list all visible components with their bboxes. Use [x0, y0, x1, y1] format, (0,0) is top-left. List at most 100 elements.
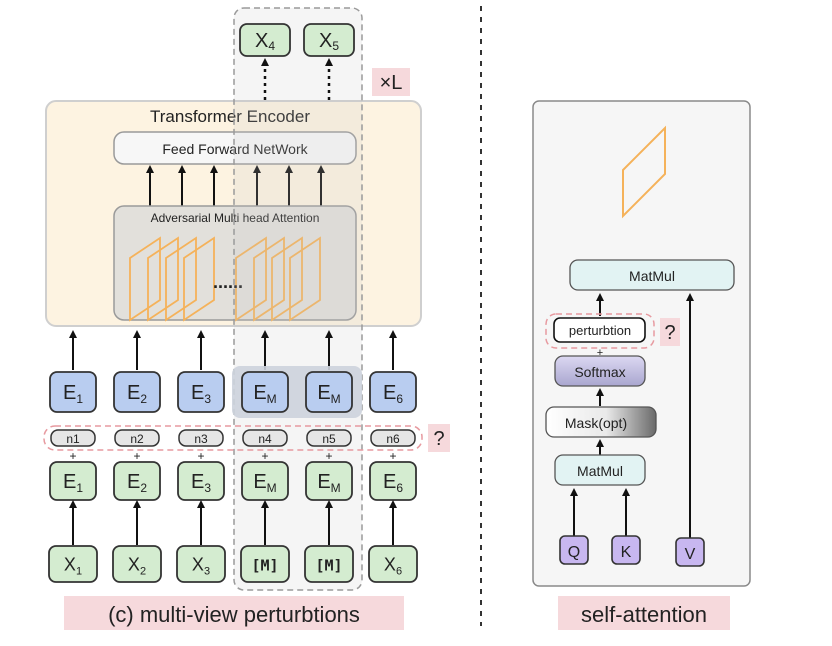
embeddings-bottom-row: E1 E2 E3 EM EM E6 [49, 461, 417, 501]
input-token-5: [M] [304, 545, 354, 583]
attention-weight-shape [622, 125, 666, 219]
layer-repeat-badge [372, 68, 410, 96]
query-token: Q [559, 535, 589, 565]
embeddings-top-row: E1 E2 E3 EM EM E6 [49, 371, 417, 413]
matmul-bottom-label: MatMul [577, 463, 623, 479]
svg-text:n4: n4 [258, 432, 272, 446]
attention-ellipsis: ...... [213, 272, 243, 292]
input-token-6: X6 [368, 545, 418, 583]
mask-label: Mask(opt) [565, 415, 627, 431]
input-to-embedding-arrows [69, 500, 397, 545]
softmax-plus: + [597, 347, 603, 359]
svg-text:[M]: [M] [315, 556, 342, 574]
softmax-label: Softmax [574, 364, 625, 380]
svg-text:Q: Q [568, 544, 580, 561]
input-token-3: X3 [176, 545, 226, 583]
attention-to-ffn-arrows [146, 165, 325, 206]
input-token-2: X2 [112, 545, 162, 583]
top-output-x5: X5 [303, 23, 355, 57]
top-output-x4: X4 [239, 23, 291, 57]
feed-forward-network-label: Feed Forward NetWork [162, 141, 308, 157]
feed-forward-network-box [113, 131, 357, 165]
svg-text:V: V [685, 546, 696, 563]
adversarial-attention-label: Adversarial Multi head Attention [151, 211, 320, 225]
svg-text:EM: EM [317, 471, 340, 495]
embedding-bottom-1: E1 [49, 461, 97, 501]
svg-text:[M]: [M] [251, 556, 278, 574]
embedding-bottom-6: E6 [369, 461, 417, 501]
svg-text:EM: EM [253, 471, 276, 495]
embedding-top-6: E6 [369, 371, 417, 413]
left-caption: (c) multi-view perturbtions [108, 602, 360, 627]
svg-text:E1: E1 [63, 471, 83, 495]
left-caption-bg [64, 596, 404, 630]
embedding-bottom-3: E3 [177, 461, 225, 501]
embedding-top-3: E3 [177, 371, 225, 413]
matmul-top-box [569, 259, 735, 291]
svg-text:X3: X3 [192, 554, 210, 577]
plus-sign: + [133, 449, 140, 463]
embedding-bottom-4: EM [241, 461, 289, 501]
noise-5: n5 + [306, 429, 352, 463]
right-caption: self-attention [581, 602, 707, 627]
svg-text:E6: E6 [383, 471, 403, 495]
attention-heads [129, 236, 321, 322]
perturbation-question-mark: ? [664, 322, 675, 344]
matmul-bottom-box [554, 454, 646, 486]
plus-sign: + [197, 449, 204, 463]
input-token-1: X1 [48, 545, 98, 583]
noise-question-mark: ? [433, 428, 444, 450]
input-tokens-row: X1 X2 X3 [M] [M] X6 [48, 545, 418, 583]
svg-text:X1: X1 [64, 554, 82, 577]
noise-6: n6 + [370, 429, 416, 463]
layer-repeat-label: ×L [380, 72, 403, 94]
perturbation-label: perturbtion [569, 323, 631, 338]
value-token: V [675, 537, 705, 567]
svg-text:E6: E6 [383, 382, 403, 406]
svg-text:EM: EM [317, 382, 340, 406]
embedding-to-encoder-arrows [69, 330, 397, 370]
svg-text:K: K [621, 544, 632, 561]
plus-sign: + [261, 449, 268, 463]
svg-text:X4: X4 [255, 30, 275, 53]
svg-text:X6: X6 [384, 554, 402, 577]
noise-3: n3 + [178, 429, 224, 463]
masked-token-dashed-region [233, 7, 363, 591]
svg-text:E1: E1 [63, 382, 83, 406]
noise-row: n1 + n2 + n3 + n4 + n5 + n6 + [50, 429, 416, 463]
input-token-4: [M] [240, 545, 290, 583]
svg-text:EM: EM [253, 382, 276, 406]
transformer-encoder-title: Transformer Encoder [150, 107, 310, 126]
plus-sign: + [325, 449, 332, 463]
embedding-top-2: E2 [113, 371, 161, 413]
plus-sign: + [389, 449, 396, 463]
svg-text:E3: E3 [191, 382, 211, 406]
self-attention-panel [532, 100, 751, 587]
key-token: K [611, 535, 641, 565]
svg-text:n2: n2 [130, 432, 144, 446]
svg-text:E2: E2 [127, 382, 147, 406]
perturbation-box [553, 317, 646, 343]
noise-4: n4 + [242, 429, 288, 463]
mask-box [545, 406, 657, 438]
embedding-top-1: E1 [49, 371, 97, 413]
embedding-top-4: EM [241, 371, 289, 413]
svg-text:X5: X5 [319, 30, 339, 53]
noise-2: n2 + [114, 429, 160, 463]
svg-text:n3: n3 [194, 432, 208, 446]
svg-text:n5: n5 [322, 432, 336, 446]
embedding-bottom-2: E2 [113, 461, 161, 501]
perturbation-dashed-outline [545, 313, 655, 349]
matmul-top-label: MatMul [629, 268, 675, 284]
plus-sign: + [69, 449, 76, 463]
svg-text:n1: n1 [66, 432, 80, 446]
adversarial-attention-box [113, 205, 357, 321]
svg-text:n6: n6 [386, 432, 400, 446]
noise-row-dashed-outline [43, 425, 423, 451]
perturbation-question-badge [660, 318, 680, 346]
softmax-box [554, 355, 646, 387]
svg-text:E2: E2 [127, 471, 147, 495]
noise-1: n1 + [50, 429, 96, 463]
right-caption-bg [558, 596, 730, 630]
